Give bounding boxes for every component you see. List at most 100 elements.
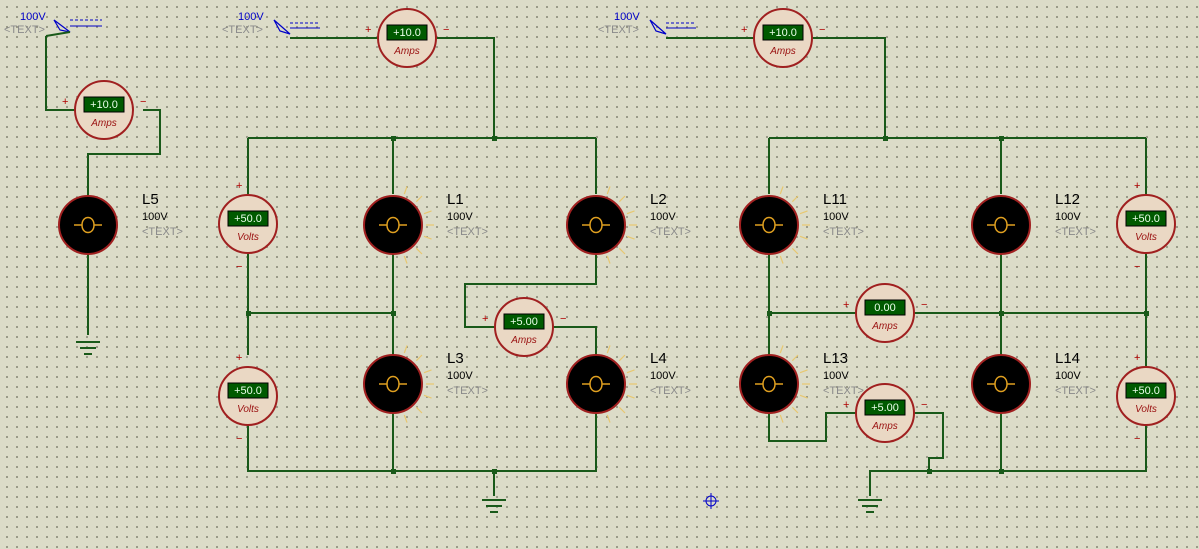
meter-reading: +5.00 <box>871 402 899 414</box>
lamp-name: L14 <box>1055 350 1080 367</box>
wire <box>914 412 944 471</box>
meter-reading: +50.0 <box>234 213 262 225</box>
polarity-minus: − <box>921 399 927 411</box>
polarity-plus: + <box>236 352 242 364</box>
wire <box>464 254 597 328</box>
wire <box>87 109 161 197</box>
lamp-bulb-icon <box>739 195 799 255</box>
lamp-value: 100V <box>1055 211 1081 223</box>
meter-unit: Volts <box>237 404 259 415</box>
lamp-bulb-icon <box>363 354 423 414</box>
polarity-plus: + <box>1134 180 1140 192</box>
wires <box>45 36 1147 496</box>
meter-display <box>1125 210 1167 227</box>
source-s1[interactable]: 100V <TEXT> <box>4 11 102 37</box>
source-arrow-icon <box>53 19 71 33</box>
origin-crosshair-icon <box>703 493 719 509</box>
meter-unit: Amps <box>393 46 420 57</box>
lamp-glow-rays <box>779 345 810 423</box>
junction-dot <box>767 311 772 316</box>
meter-display <box>227 382 269 399</box>
lamp-name: L2 <box>650 191 667 208</box>
source-text: <TEXT> <box>598 24 639 36</box>
lamp-glow-rays <box>606 186 637 264</box>
lamp-filament <box>74 216 102 234</box>
meter-reading: +10.0 <box>393 27 421 39</box>
lamp-value: 100V <box>142 211 168 223</box>
source-s3[interactable]: 100V <TEXT> <box>598 11 696 36</box>
lamp-text: <TEXT> <box>142 226 183 238</box>
lamp-bulb-icon <box>971 354 1031 414</box>
source-voltage: 100V <box>20 11 46 23</box>
source-s2[interactable]: 100V <TEXT> <box>222 11 320 36</box>
meter-unit: Amps <box>90 118 117 129</box>
lamp-bulb-icon <box>739 354 799 414</box>
lamp-filament <box>582 216 610 234</box>
meter-unit: Amps <box>871 421 898 432</box>
lamp-filament <box>582 375 610 393</box>
polarity-plus: + <box>482 313 488 325</box>
meter-reading: +50.0 <box>1132 213 1160 225</box>
source-arrow-icon <box>649 19 667 35</box>
polarity-minus: − <box>819 24 825 36</box>
lamp-text: <TEXT> <box>1055 226 1096 238</box>
wire <box>812 37 886 138</box>
wire <box>247 414 597 472</box>
meter-unit: Amps <box>769 46 796 57</box>
wire <box>553 326 597 355</box>
polarity-plus: + <box>741 24 747 36</box>
meter-unit: Amps <box>510 335 537 346</box>
junction-dot <box>1144 311 1149 316</box>
junction-dot <box>999 136 1004 141</box>
junction-dot <box>999 311 1004 316</box>
lamp-text: <TEXT> <box>1055 385 1096 397</box>
lamp-filament <box>755 375 783 393</box>
lamp-text: <TEXT> <box>447 226 488 238</box>
lamp-value: 100V <box>823 370 849 382</box>
polarity-minus: − <box>236 433 242 445</box>
lamp-text: <TEXT> <box>650 226 691 238</box>
lamp-bulb-icon <box>566 195 626 255</box>
meter-display <box>1125 382 1167 399</box>
polarity-plus: + <box>365 24 371 36</box>
lamp-value: 100V <box>447 211 473 223</box>
polarity-minus: − <box>921 299 927 311</box>
meter-reading: +10.0 <box>769 27 797 39</box>
junction-dot <box>883 136 888 141</box>
meter-unit: Volts <box>237 232 259 243</box>
wire <box>869 424 1147 496</box>
polarity-minus: − <box>443 24 449 36</box>
polarity-minus: − <box>236 261 242 273</box>
junction-dot <box>492 136 497 141</box>
junctions <box>246 136 1149 474</box>
lamp-bulb-icon <box>971 195 1031 255</box>
polarity-plus: + <box>236 180 242 192</box>
polarity-minus: − <box>140 96 146 108</box>
lamp-value: 100V <box>447 370 473 382</box>
lamp-filament <box>379 375 407 393</box>
lamp-name: L11 <box>823 191 847 208</box>
lamp-bulb-icon <box>566 354 626 414</box>
polarity-plus: + <box>1134 352 1140 364</box>
